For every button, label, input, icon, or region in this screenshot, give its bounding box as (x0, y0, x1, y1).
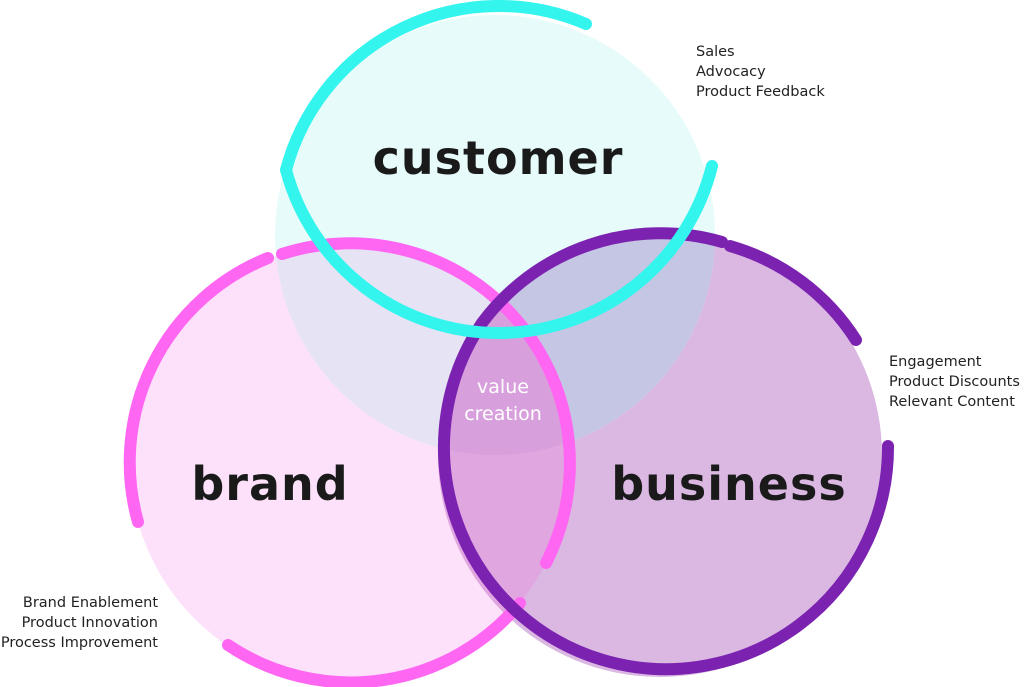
business-note: Product Discounts (889, 374, 1020, 390)
brand-note: Process Improvement (0, 635, 158, 651)
business-note: Engagement (889, 354, 982, 370)
brand-note: Product Innovation (21, 615, 158, 631)
customer-business-overlap (438, 233, 715, 455)
customer-circle-outline (279, 0, 718, 339)
center-label-line-2: creation (464, 403, 542, 425)
business-label: business (611, 457, 847, 511)
business-notes: Engagement Product Discounts Relevant Co… (889, 352, 1020, 412)
brand-label: brand (191, 457, 348, 511)
customer-note: Advocacy (696, 64, 766, 80)
brand-notes: Brand Enablement Product Innovation Proc… (1, 593, 158, 653)
business-circle-outline (438, 227, 895, 676)
brand-note: Brand Enablement (22, 595, 158, 611)
brand-circle-outline (123, 237, 576, 687)
center-label-line-1: value (477, 376, 529, 398)
customer-note: Product Feedback (696, 84, 825, 100)
customer-label: customer (373, 131, 624, 185)
business-note: Relevant Content (889, 394, 1015, 410)
customer-notes: Sales Advocacy Product Feedback (696, 42, 825, 102)
customer-note: Sales (696, 44, 735, 60)
